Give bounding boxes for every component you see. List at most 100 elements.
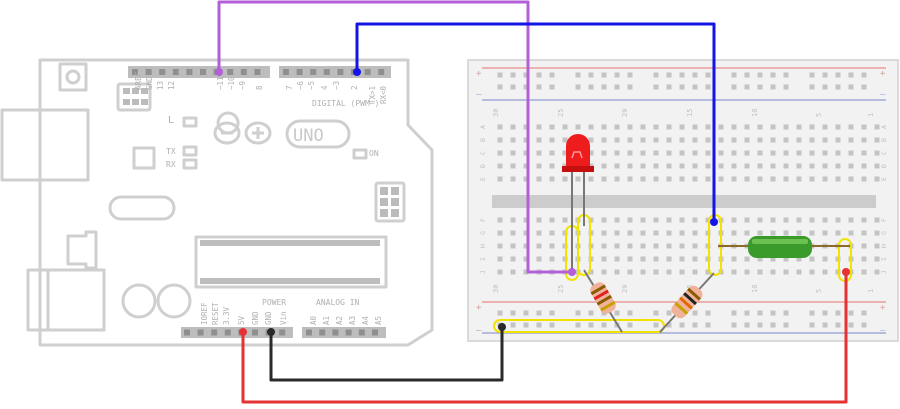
breadboard-hole: [523, 176, 529, 182]
pin-label-reset: RESET: [211, 302, 220, 325]
breadboard-hole: [666, 217, 672, 223]
red-led: [562, 134, 594, 272]
row-f-left: F: [479, 218, 487, 222]
breadboard-hole: [692, 150, 698, 156]
breadboard-hole: [523, 217, 529, 223]
rail-hole: [692, 310, 698, 316]
pin-label-4: 4: [320, 85, 329, 90]
col-1-top: 1: [867, 113, 875, 117]
row-d-right: D: [880, 164, 888, 168]
breadboard-hole: [835, 176, 841, 182]
header-pin: [240, 69, 247, 75]
resistor-1: [583, 269, 623, 333]
breadboard-hole: [770, 217, 776, 223]
breadboard-hole: [770, 176, 776, 182]
breadboard-hole: [731, 256, 737, 262]
breadboard-hole: [666, 176, 672, 182]
breadboard-hole: [510, 230, 516, 236]
breadboard-hole: [796, 256, 802, 262]
pin-label-vin: Vin: [279, 311, 288, 325]
row-c-right: C: [880, 151, 888, 155]
breadboard-hole: [653, 217, 659, 223]
breadboard-hole: [744, 163, 750, 169]
rail-minus-top-right: –: [880, 90, 886, 100]
rail-hole: [757, 84, 763, 90]
icsp-header-right: [374, 181, 406, 223]
power-label: POWER: [262, 298, 286, 307]
breadboard-hole: [679, 150, 685, 156]
breadboard-hole: [653, 163, 659, 169]
breadboard-hole: [601, 243, 607, 249]
breadboard-hole: [692, 163, 698, 169]
breadboard-hole: [679, 269, 685, 275]
breadboard-hole: [549, 163, 555, 169]
row-a-left: A: [479, 125, 487, 129]
rail-hole: [835, 72, 841, 78]
col-5-top: 5: [815, 113, 823, 117]
arduino-logo: [216, 111, 240, 135]
breadboard-hole: [692, 217, 698, 223]
breadboard-hole: [744, 230, 750, 236]
breadboard-hole: [835, 137, 841, 143]
breadboard-hole: [627, 124, 633, 130]
breadboard-hole: [822, 256, 828, 262]
breadboard-hole: [536, 137, 542, 143]
col-1-bottom: 1: [867, 289, 875, 293]
breadboard-hole: [705, 150, 711, 156]
breadboard-hole: [744, 124, 750, 130]
breadboard-hole: [783, 150, 789, 156]
rail-hole: [627, 322, 633, 328]
rail-hole: [510, 322, 516, 328]
breadboard-hole: [770, 137, 776, 143]
rail-hole: [757, 310, 763, 316]
pin-label-a2: A2: [335, 316, 344, 325]
header-pin: [323, 69, 330, 75]
header-pin: [283, 69, 289, 75]
resistor-2: [659, 272, 715, 333]
breadboard-hole: [562, 217, 568, 223]
breadboard-hole: [861, 256, 867, 262]
rail-hole: [588, 322, 594, 328]
breadboard-hole: [523, 243, 529, 249]
breadboard-hole: [731, 269, 737, 275]
rail-minus-bottom-right: –: [880, 326, 886, 336]
header-pin: [145, 69, 152, 75]
row-f-right: F: [880, 218, 888, 222]
breadboard-hole: [796, 124, 802, 130]
breadboard-hole: [549, 217, 555, 223]
breadboard-hole: [783, 230, 789, 236]
rail-hole: [510, 72, 516, 78]
breadboard-hole: [640, 163, 646, 169]
breadboard-hole: [666, 150, 672, 156]
breadboard-hole: [679, 243, 685, 249]
breadboard-hole: [497, 137, 503, 143]
breadboard-hole: [770, 256, 776, 262]
col-10-top: 10: [751, 109, 759, 117]
rail-hole: [523, 310, 529, 316]
breadboard-hole: [848, 163, 854, 169]
pin-label-gnd1: GND: [251, 311, 260, 325]
rail-hole: [614, 84, 620, 90]
breadboard-hole: [601, 124, 607, 130]
breadboard-hole: [861, 217, 867, 223]
breadboard-hole: [510, 137, 516, 143]
breadboard-hole: [848, 124, 854, 130]
breadboard-hole: [783, 163, 789, 169]
breadboard-hole: [614, 230, 620, 236]
board-name: UNO: [293, 126, 324, 146]
breadboard-hole: [874, 163, 880, 169]
breadboard-hole: [796, 137, 802, 143]
rail-hole: [666, 72, 672, 78]
breadboard-hole: [614, 269, 620, 275]
rail-hole: [861, 84, 867, 90]
breadboard-hole: [510, 176, 516, 182]
breadboard-hole: [614, 137, 620, 143]
breadboard-hole: [822, 124, 828, 130]
breadboard-hole: [510, 269, 516, 275]
breadboard-hole: [874, 137, 880, 143]
breadboard-hole: [575, 124, 581, 130]
row-b-left: B: [479, 138, 487, 142]
breadboard-hole: [679, 176, 685, 182]
capacitor-1: [121, 283, 157, 319]
breadboard-hole: [809, 137, 815, 143]
